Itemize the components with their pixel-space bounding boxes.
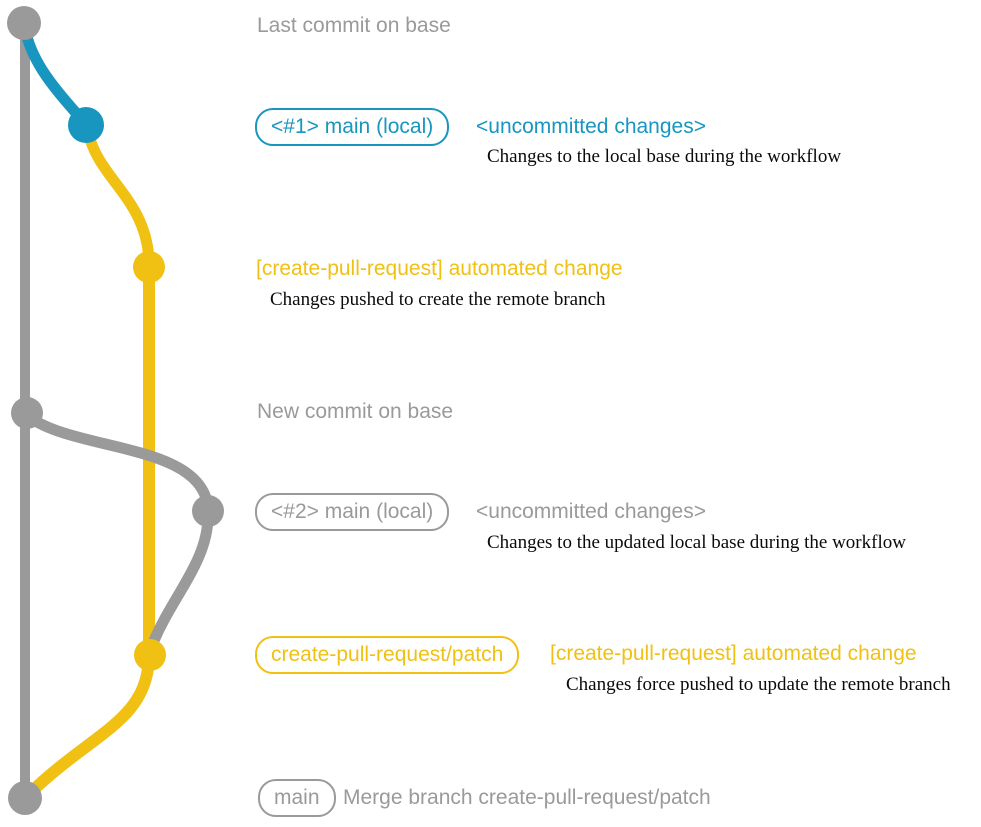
uncommitted-changes-title-2: <uncommitted changes>	[476, 500, 706, 523]
commit-dot-patch-2	[134, 639, 166, 671]
new-commit-heading: New commit on base	[257, 400, 454, 423]
uncommitted-changes-description-2: Changes to the updated local base during…	[487, 532, 906, 553]
uncommitted-changes-title-1: <uncommitted changes>	[476, 115, 706, 138]
local-main-edge-2	[23, 411, 214, 514]
uncommitted-changes-description-1: Changes to the local base during the wor…	[487, 146, 842, 167]
automated-change-description-1: Changes pushed to create the remote bran…	[270, 289, 606, 310]
commit-dot-patch-1	[133, 251, 165, 283]
automated-change-title-2: [create-pull-request] automated change	[550, 642, 917, 665]
merge-edge	[23, 654, 155, 800]
automated-change-description-2: Changes force pushed to update the remot…	[566, 674, 951, 695]
branch-badge-main-local-1: <#1> main (local)	[255, 108, 450, 146]
commit-dot-merge	[8, 781, 42, 815]
patch-branch-edge-1	[82, 125, 155, 266]
branch-badge-main: main	[258, 779, 336, 817]
last-commit-heading: Last commit on base	[257, 14, 451, 37]
merge-commit-title: Merge branch create-pull-request/patch	[343, 786, 711, 809]
commit-dot-last-base	[7, 6, 41, 40]
automated-change-title-1: [create-pull-request] automated change	[256, 257, 623, 280]
branch-badge-main-local-2: <#2> main (local)	[255, 493, 450, 531]
commit-dot-main-local-1	[68, 107, 104, 143]
local-main-edge-3	[145, 508, 214, 654]
commit-dot-new-base	[11, 397, 43, 429]
branch-badge-patch: create-pull-request/patch	[255, 636, 520, 674]
local-main-edge-1	[20, 27, 90, 128]
git-graph	[7, 6, 224, 815]
commit-dot-main-local-2	[192, 495, 224, 527]
